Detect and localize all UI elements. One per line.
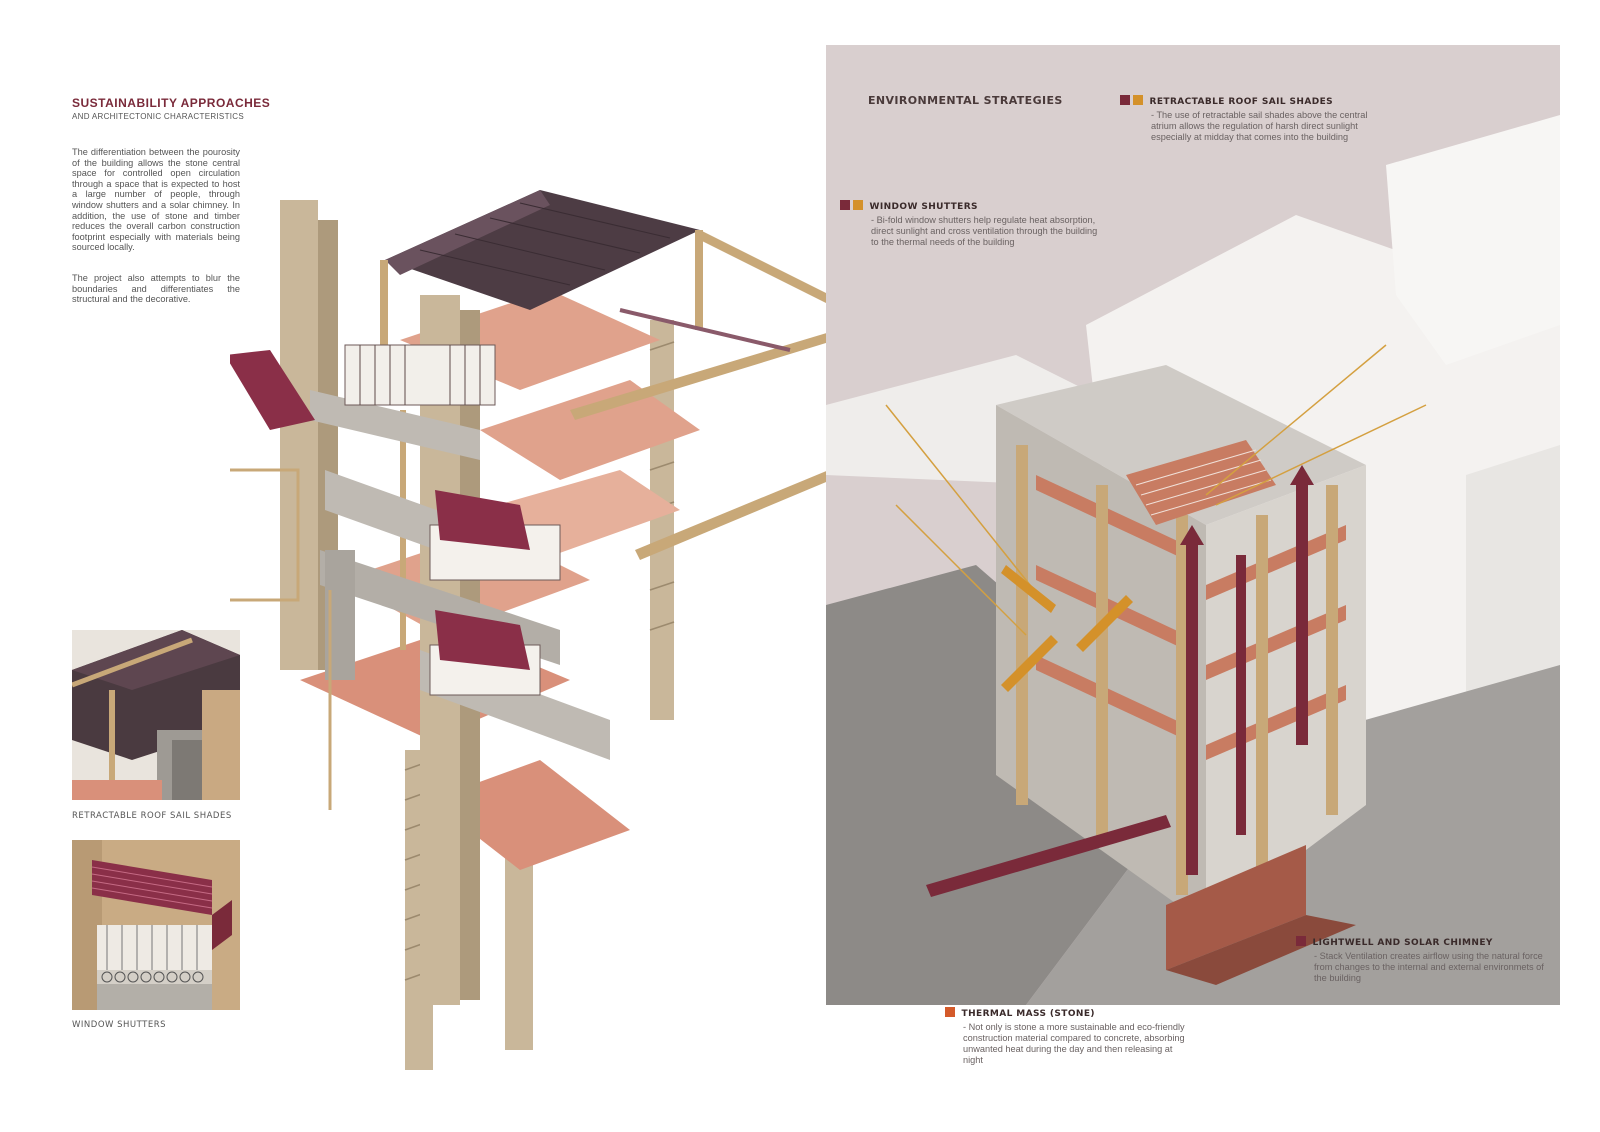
strategy-window-shutters: WINDOW SHUTTERS - Bi-fold window shutter… (840, 200, 1110, 248)
strategy-solar-chimney: LIGHTWELL AND SOLAR CHIMNEY - Stack Vent… (1296, 936, 1566, 984)
strategy-description: - Not only is stone a more sustainable a… (963, 1022, 1185, 1065)
strategy-description: - The use of retractable sail shades abo… (1151, 110, 1368, 142)
strategy-description: - Stack Ventilation creates airflow usin… (1314, 951, 1544, 983)
detail-caption-sail-shades: RETRACTABLE ROOF SAIL SHADES (72, 811, 232, 821)
strategy-sail-shades: RETRACTABLE ROOF SAIL SHADES - The use o… (1120, 95, 1380, 143)
maroon-swatch-icon (840, 200, 850, 210)
strategy-heading: LIGHTWELL AND SOLAR CHIMNEY (1312, 938, 1493, 948)
detail-image-window-shutters (72, 840, 240, 1010)
detail-image-sail-shades (72, 630, 240, 800)
environmental-strategies-panel (826, 45, 1560, 1005)
detail-caption-window-shutters: WINDOW SHUTTERS (72, 1020, 167, 1030)
sectional-axonometric-drawing (826, 115, 1560, 1005)
ochre-swatch-icon (853, 200, 863, 210)
maroon-swatch-icon (1296, 936, 1306, 946)
strategy-description: - Bi-fold window shutters help regulate … (871, 215, 1098, 247)
strategy-thermal-mass: THERMAL MASS (STONE) - Not only is stone… (945, 1007, 1205, 1066)
environmental-strategies-title: ENVIRONMENTAL STRATEGIES (868, 94, 1063, 107)
strategy-heading: RETRACTABLE ROOF SAIL SHADES (1149, 97, 1334, 107)
axonometric-structure-drawing (230, 190, 830, 1070)
maroon-swatch-icon (1120, 95, 1130, 105)
strategy-heading: THERMAL MASS (STONE) (961, 1009, 1095, 1019)
intro-paragraph-2: The project also attempts to blur the bo… (72, 273, 240, 305)
ochre-swatch-icon (1133, 95, 1143, 105)
strategy-heading: WINDOW SHUTTERS (869, 202, 978, 212)
section-subtitle: AND ARCHITECTONIC CHARACTERISTICS (72, 112, 244, 121)
intro-paragraph: The differentiation between the pourosit… (72, 147, 240, 253)
section-title: SUSTAINABILITY APPROACHES (72, 96, 271, 110)
terracotta-swatch-icon (945, 1007, 955, 1017)
